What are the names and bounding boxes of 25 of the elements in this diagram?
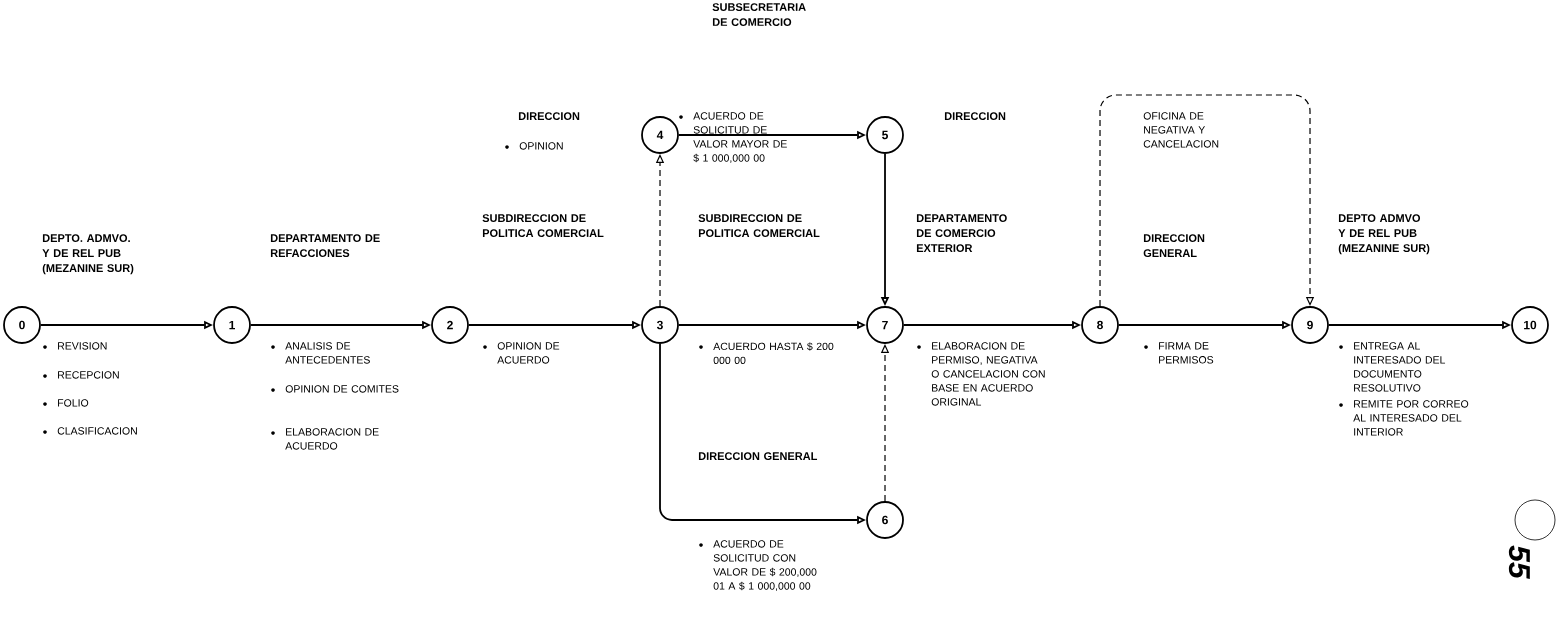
heading-text: DEPTO ADMVO Y DE REL PUB (MEZANINE SUR) — [1338, 214, 1430, 255]
heading-text: DIRECCION GENERAL — [1143, 234, 1205, 257]
heading-text: DIRECCION — [518, 112, 580, 120]
bullet-item: REVISION — [58, 342, 107, 350]
office-text: OFICINA DE NEGATIVA Y CANCELACION — [1143, 112, 1219, 148]
bullet-item: ACUERDO HASTA $ 200 000 00 — [713, 342, 834, 365]
bullet-item: ELABORACION DE ACUERDO — [285, 428, 379, 450]
bullet-item: OPINION — [519, 142, 563, 150]
bullet-item: FOLIO — [58, 399, 89, 407]
handwritten-number: 55 — [1508, 545, 1530, 579]
heading-text: SUBSECRETARIA DE COMERCIO — [712, 3, 806, 26]
empty-circle — [1514, 499, 1556, 541]
heading-text: SUBDIRECCION DE POLITICA COMERCIAL — [698, 214, 820, 237]
heading-text: DIRECCION GENERAL — [698, 452, 818, 460]
bullet-item: ELABORACION DE PERMISO, NEGATIVA O CANCELACION CON BASE EN ACUERDO ORIGINAL — [931, 342, 1045, 406]
heading-text: DEPARTAMENTO DE COMERCIO EXTERIOR — [916, 214, 1007, 252]
heading-text: DEPARTAMENTO DE REFACCIONES — [270, 234, 380, 257]
bullet-item: RECEPCION — [58, 371, 119, 379]
bullet-item: ACUERDO DE SOLICITUD CON VALOR DE $ 200,000 01 A $ 1 000,000 00 — [713, 540, 817, 591]
bullet-item: CLASIFICACION — [57, 427, 137, 435]
heading-text: SUBDIRECCION DE POLITICA COMERCIAL — [482, 214, 604, 237]
bullet-item: OPINION DE COMITES — [285, 385, 399, 393]
arrow — [1099, 94, 1315, 307]
bullet-item: ANALISIS DE ANTECEDENTES — [285, 342, 370, 364]
bullet-item: REMITE POR CORREO AL INTERESADO DEL INTERIOR — [1353, 400, 1469, 436]
